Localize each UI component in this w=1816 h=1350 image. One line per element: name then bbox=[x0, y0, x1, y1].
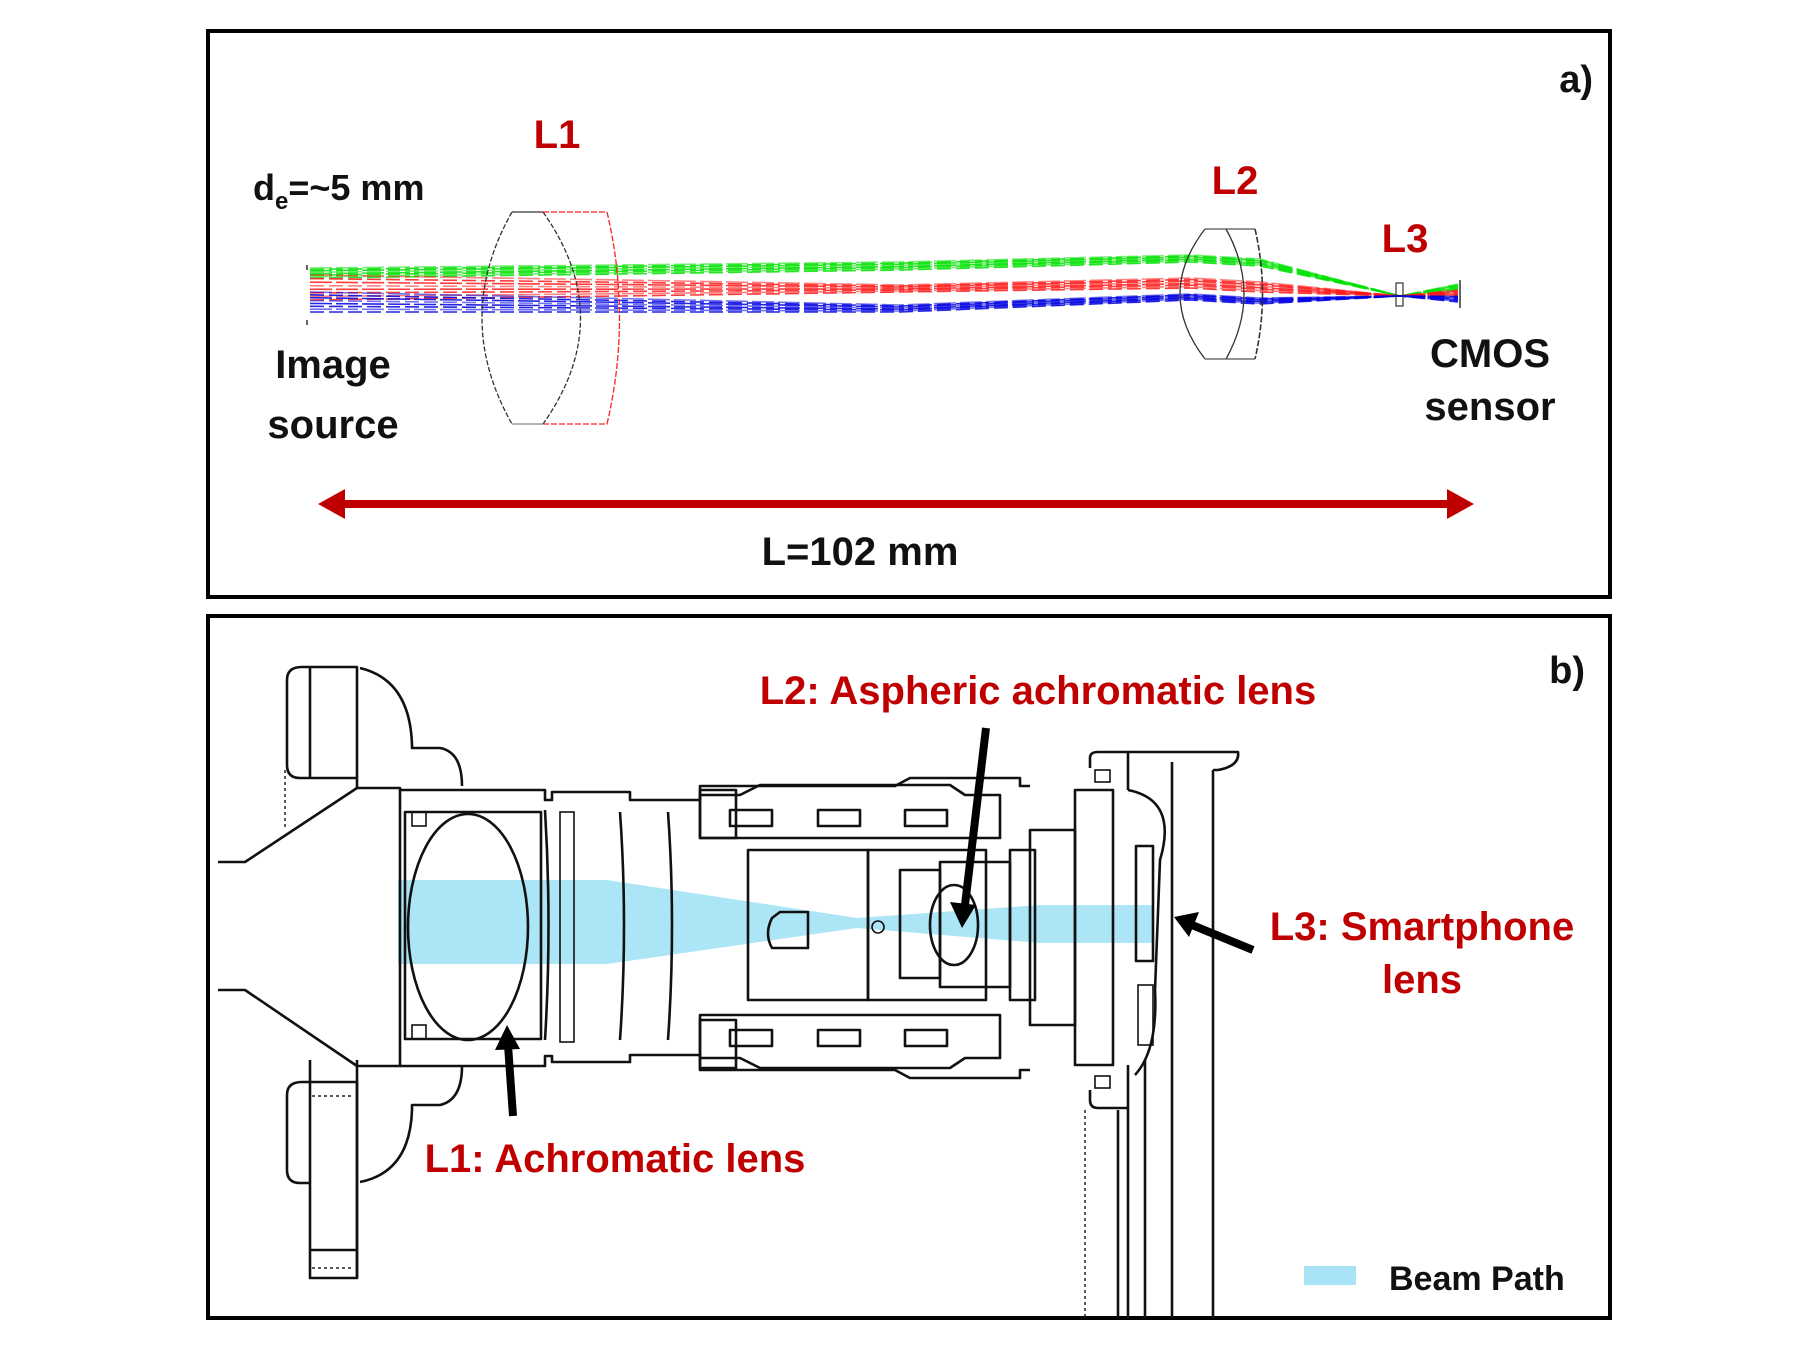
l3-callout-label-line2: lens bbox=[1382, 958, 1462, 1002]
lens-l2-element bbox=[928, 883, 980, 967]
lens-l2-drawing bbox=[1179, 228, 1264, 360]
lens-l1-drawing bbox=[481, 211, 621, 425]
panel-b-frame bbox=[206, 614, 1612, 1320]
lens-label-l3: L3 bbox=[1382, 217, 1429, 261]
l2-callout-label: L2: Aspheric achromatic lens bbox=[760, 669, 1316, 713]
lens-l1-element bbox=[406, 812, 530, 1042]
panel-a-frame bbox=[206, 29, 1612, 599]
ray-trace-bundle bbox=[309, 254, 1459, 313]
legend-label-beam: Beam Path bbox=[1389, 1260, 1565, 1298]
cmos-sensor-label-line1: CMOS bbox=[1430, 332, 1550, 376]
l3-callout-arrow bbox=[1174, 912, 1255, 954]
l1-callout-arrow bbox=[495, 1025, 520, 1117]
panel-b-tag: b) bbox=[1549, 650, 1585, 692]
image-source-label-line2: source bbox=[267, 403, 398, 447]
lens-l3-drawing bbox=[1395, 282, 1404, 307]
legend-swatch-beam bbox=[1304, 1266, 1356, 1285]
lens-label-l1: L1 bbox=[534, 113, 581, 157]
beam-path bbox=[398, 880, 1153, 964]
l2-callout-arrow bbox=[950, 727, 990, 928]
l1-callout-label: L1: Achromatic lens bbox=[425, 1137, 806, 1181]
length-arrow bbox=[318, 489, 1474, 519]
length-label: L=102 mm bbox=[762, 530, 959, 574]
image-source-label-line1: Image bbox=[275, 343, 391, 387]
panel-b: b) bbox=[206, 614, 1612, 1320]
cmos-sensor-label-line2: sensor bbox=[1424, 385, 1555, 429]
legend: Beam Path bbox=[1304, 1260, 1565, 1298]
l3-callout-label-line1: L3: Smartphone bbox=[1270, 905, 1574, 949]
panel-a: a) de=~5 mm Image source L1 L2 L3 CMOS s… bbox=[206, 29, 1612, 599]
adapter-mechanical-drawing bbox=[218, 665, 1240, 1318]
panel-a-tag: a) bbox=[1559, 59, 1593, 101]
lens-label-l2: L2 bbox=[1212, 159, 1259, 203]
entrance-pupil-label: de=~5 mm bbox=[253, 167, 424, 215]
